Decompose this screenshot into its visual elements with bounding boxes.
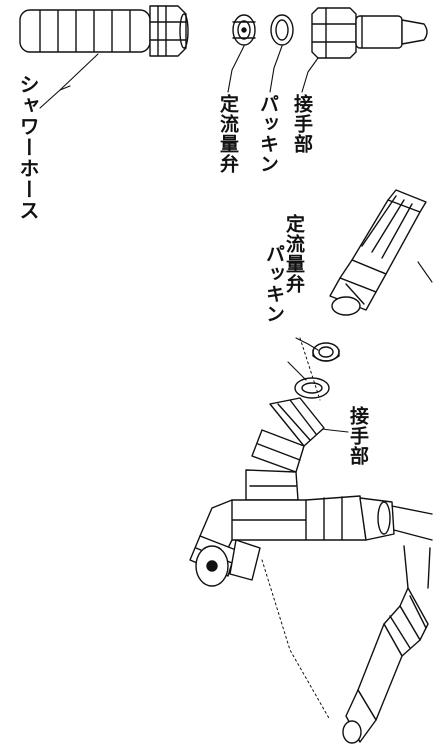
construction-lines	[261, 337, 331, 721]
leader-lines-top	[39, 45, 319, 109]
flow-valve-drawing-mid	[312, 342, 340, 362]
joint-drawing-top	[311, 7, 428, 59]
supply-pipe	[342, 505, 433, 744]
label-flow-valve-top: 定流量弁	[217, 94, 239, 174]
packing-drawing-top	[270, 14, 294, 46]
faucet-body	[189, 397, 395, 587]
flow-valve-drawing-top	[232, 14, 256, 46]
label-joint-top: 接手部	[291, 94, 313, 154]
label-joint-mid: 接手部	[347, 406, 369, 466]
shower-hose-drawing	[19, 5, 189, 57]
label-packing-mid: パッキン	[263, 244, 285, 324]
shower-hose-end-mid	[329, 189, 433, 316]
label-packing-top: パッキン	[257, 94, 279, 174]
label-shower-hose: シャワーホース	[16, 74, 40, 221]
packing-drawing-mid	[294, 377, 330, 399]
label-flow-valve-mid: 定流量弁	[283, 214, 305, 294]
